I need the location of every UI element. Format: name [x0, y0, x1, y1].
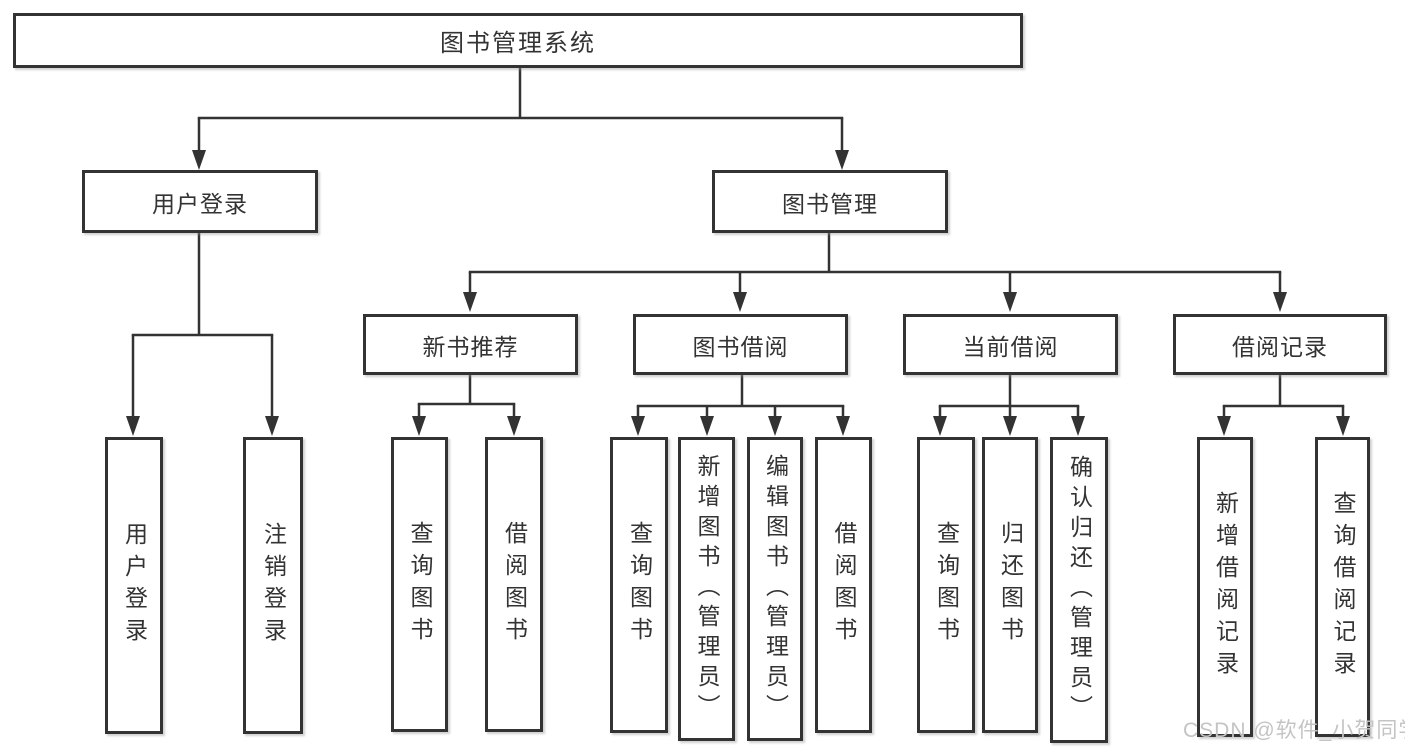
node-label-logout: 注销登录 [260, 521, 287, 650]
arrowhead-icon [192, 150, 206, 170]
node-nb-borrow-book: 借阅图书 [485, 437, 543, 732]
arrowhead-icon [126, 416, 140, 436]
node-label-book-mgmt-group: 图书管理 [782, 190, 878, 217]
node-label-nb-borrow-book: 借阅图书 [501, 520, 528, 649]
node-label-bb-add-book: 新增图书（管理员） [694, 454, 720, 724]
node-label-bb-edit-book: 编辑图书（管理员） [762, 454, 789, 724]
arrowhead-icon [265, 416, 279, 436]
arrowhead-icon [836, 416, 850, 436]
node-bb-edit-book: 编辑图书（管理员） [747, 437, 803, 741]
arrowhead-icon [631, 416, 645, 436]
node-label-br-query-record: 查询借阅记录 [1330, 491, 1356, 683]
node-label-cb-query-book: 查询图书 [933, 521, 960, 649]
node-cb-confirm: 确认归还（管理员） [1050, 437, 1108, 743]
node-label-book-borrow: 图书借阅 [692, 333, 789, 360]
node-label-cb-confirm: 确认归还（管理员） [1066, 455, 1093, 725]
node-borrow-records: 借阅记录 [1173, 314, 1387, 375]
arrowhead-icon [412, 416, 426, 436]
node-label-user-login: 用户登录 [121, 521, 148, 650]
arrowhead-icon [1336, 416, 1350, 436]
node-cb-query-book: 查询图书 [917, 437, 975, 733]
node-label-borrow-records: 借阅记录 [1232, 333, 1328, 360]
node-user-login: 用户登录 [105, 437, 163, 734]
arrowhead-icon [700, 416, 714, 436]
node-br-add-record: 新增借阅记录 [1197, 437, 1253, 737]
node-current-borrow: 当前借阅 [903, 314, 1118, 375]
arrowhead-icon [1217, 416, 1231, 436]
node-label-nb-query-book: 查询图书 [407, 520, 433, 649]
node-label-br-add-record: 新增借阅记录 [1212, 491, 1239, 683]
node-cb-return-book: 归还图书 [982, 437, 1038, 733]
node-label-bb-borrow-book: 借阅图书 [831, 521, 857, 649]
node-label-new-book-rec: 新书推荐 [422, 333, 519, 360]
arrowhead-icon [1003, 416, 1017, 436]
node-book-borrow: 图书借阅 [633, 314, 848, 375]
node-user-login-group: 用户登录 [82, 170, 318, 233]
arrowhead-icon [1003, 292, 1017, 312]
arrowhead-icon [463, 292, 477, 312]
node-new-book-rec: 新书推荐 [363, 314, 578, 375]
node-label-current-borrow: 当前借阅 [962, 333, 1059, 360]
node-label-root: 图书管理系统 [440, 30, 596, 57]
node-book-mgmt-group: 图书管理 [712, 170, 948, 233]
node-bb-borrow-book: 借阅图书 [815, 437, 872, 733]
node-label-cb-return-book: 归还图书 [997, 521, 1024, 649]
node-nb-query-book: 查询图书 [391, 437, 448, 732]
node-label-user-login-group: 用户登录 [152, 190, 248, 217]
arrowhead-icon [733, 292, 747, 312]
node-bb-add-book: 新增图书（管理员） [678, 437, 735, 741]
arrowhead-icon [507, 416, 521, 436]
arrowhead-icon [1273, 292, 1287, 312]
node-label-bb-query-book: 查询图书 [626, 521, 653, 649]
arrowhead-icon [768, 416, 782, 436]
node-br-query-record: 查询借阅记录 [1315, 437, 1370, 737]
arrowhead-icon [1071, 416, 1085, 436]
arrowhead-icon [835, 150, 849, 170]
arrowhead-icon [933, 416, 947, 436]
node-logout: 注销登录 [243, 437, 303, 734]
node-root: 图书管理系统 [13, 13, 1023, 68]
node-bb-query-book: 查询图书 [610, 437, 668, 733]
